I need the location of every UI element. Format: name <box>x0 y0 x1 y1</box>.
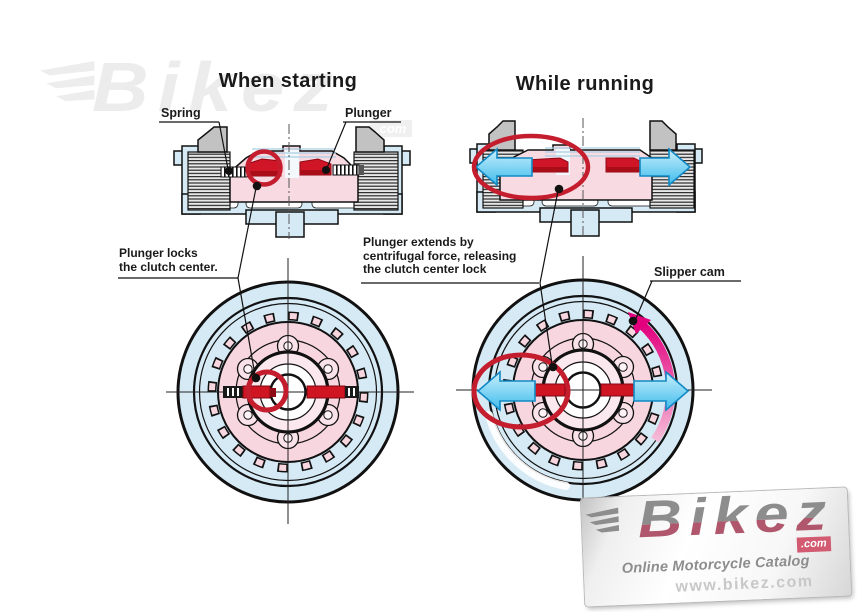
release-highlight-ellipse-face <box>471 352 571 430</box>
bikez-logo: Bikez Bikez .com Online Motorcycle Catal… <box>580 487 852 607</box>
heading-while-running: While running <box>515 73 655 95</box>
centrifugal-arrow-right <box>639 147 692 187</box>
centrifugal-arrow-right-face <box>633 370 690 412</box>
logo-tld: .com <box>796 536 831 553</box>
cross-section-running <box>469 118 703 239</box>
label-slipper-cam: Slipper cam <box>654 265 725 279</box>
wing-icon <box>40 61 95 101</box>
friction-plates-left <box>187 151 231 211</box>
label-spring: Spring <box>161 106 201 120</box>
leader-lines <box>118 121 741 376</box>
clutch-face-running <box>456 256 712 522</box>
centrifugal-arrow-left <box>474 147 533 187</box>
centrifugal-arrow-left-face <box>476 370 536 412</box>
note-plunger-locks: Plunger locks the clutch center. <box>119 246 218 274</box>
cross-section-starting <box>173 124 411 239</box>
heading-when-starting: When starting <box>218 70 358 92</box>
watermark-brand: Bikez <box>92 48 342 126</box>
clutch-face-starting <box>166 258 414 524</box>
watermark-tld: .com <box>370 120 413 137</box>
release-highlight-ellipse <box>471 133 591 201</box>
lock-highlight-circle <box>245 149 283 187</box>
lock-highlight-circle-face <box>245 369 289 413</box>
bikez-watermark: Bikez .com <box>40 48 440 153</box>
note-plunger-extends: Plunger extends by centrifugal force, re… <box>363 235 517 276</box>
label-plunger: Plunger <box>345 106 392 120</box>
logo-url: www.bikez.com <box>675 572 814 596</box>
wing-icon <box>585 507 620 533</box>
leader-dots <box>225 166 638 383</box>
spring-part <box>220 166 248 178</box>
friction-plates-right <box>353 151 399 211</box>
